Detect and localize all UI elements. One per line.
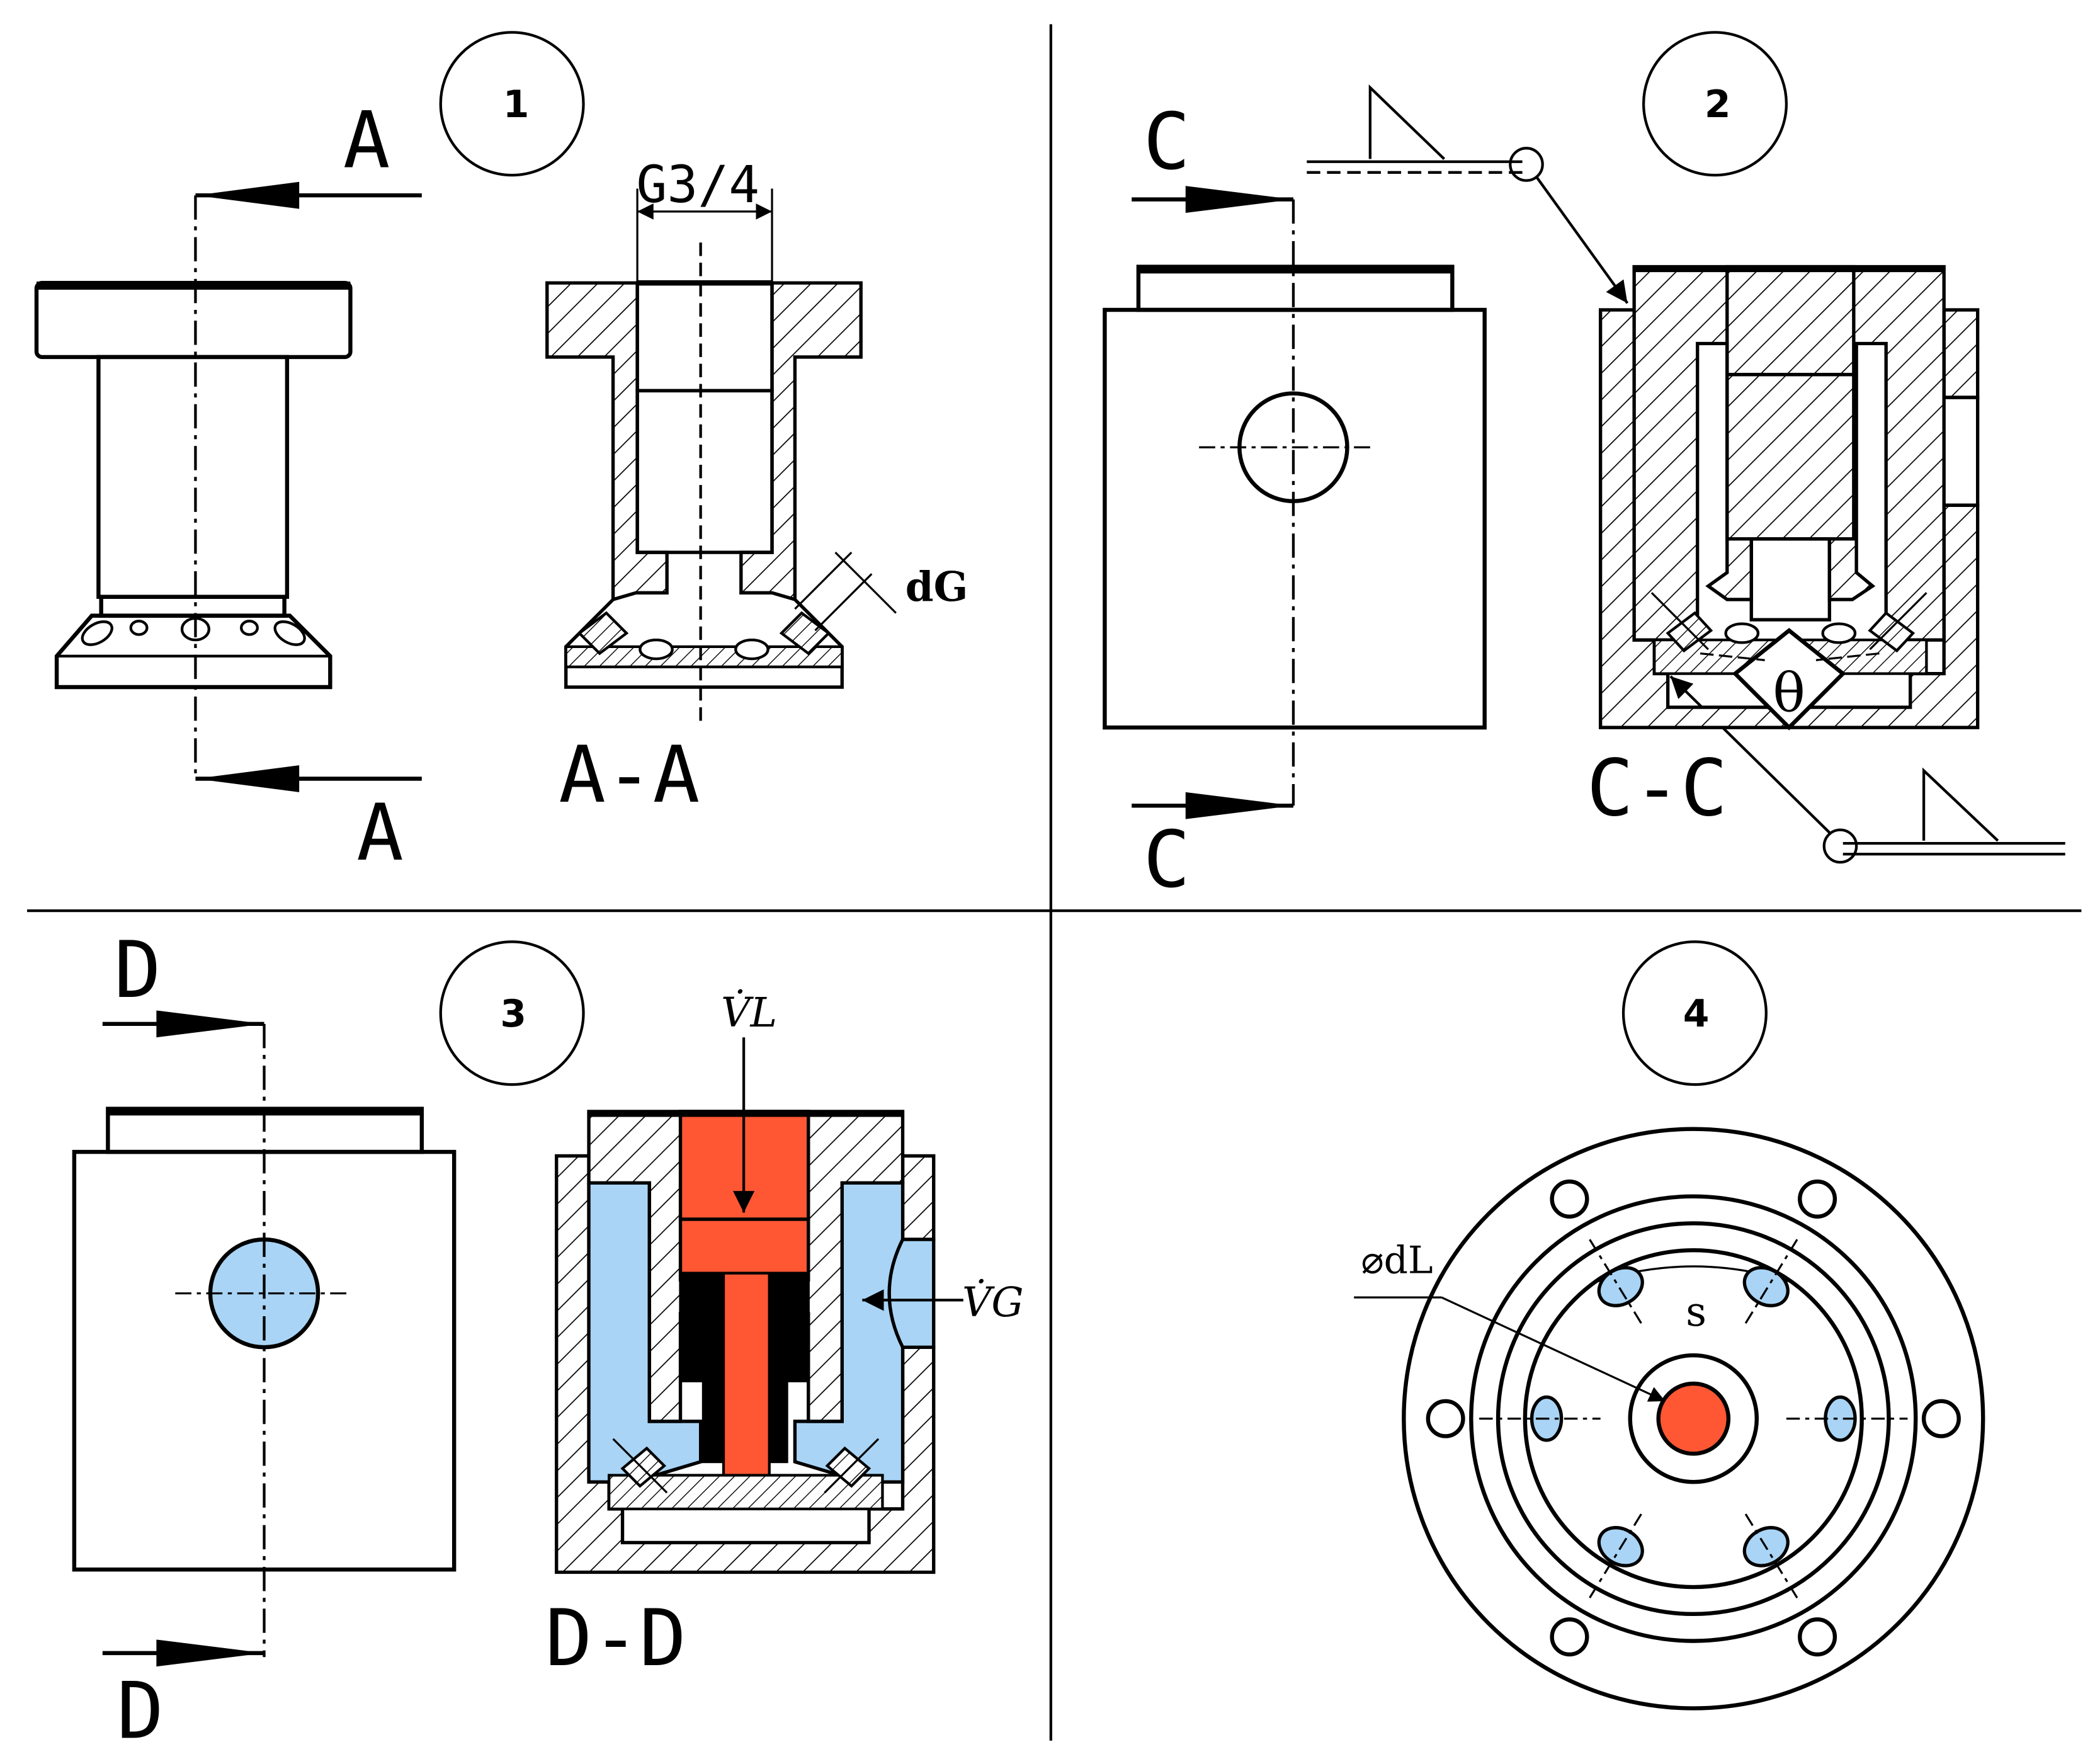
panel-2-section-label: C-C	[1586, 743, 1727, 834]
panel-1-number-circle	[439, 31, 585, 177]
panel-4: 4	[1354, 940, 1985, 1710]
panel-3-flow-gas-label: V̇G	[962, 1278, 1024, 1326]
panel-3-cut-label-top: D	[114, 925, 161, 1016]
panel-1: 1 A A	[34, 31, 968, 879]
panel-1-number: 1	[503, 83, 530, 127]
panel-3-cut-label-bottom: D	[116, 1666, 164, 1757]
panel-2-front-view	[1103, 265, 1487, 730]
panel-1-dim-label: dG	[906, 564, 968, 611]
panel-1-cut-label-top: A	[343, 95, 390, 186]
panel-4-spacing-label: s	[1686, 1289, 1706, 1336]
panel-dividers	[27, 24, 2082, 1741]
panel-3-number-circle	[439, 940, 585, 1086]
panel-3-flow-liquid-label: V̇L	[721, 989, 777, 1037]
panel-2-cut-label-top: C	[1143, 96, 1190, 187]
panel-2: 2 C C	[1103, 31, 2065, 906]
panel-4-number: 4	[1683, 992, 1710, 1036]
panel-2-number: 2	[1705, 83, 1731, 127]
panel-4-bottom-view	[1354, 1127, 1985, 1710]
panel-3-number: 3	[500, 992, 526, 1036]
panel-4-diameter-label: ⌀dL	[1361, 1239, 1433, 1283]
bolt-holes	[1426, 1179, 1961, 1657]
panel-1-cut-label-bottom: A	[356, 788, 404, 879]
panel-2-number-circle	[1642, 31, 1788, 177]
panel-1-side-view	[34, 281, 353, 690]
panel-2-angle-label: θ	[1773, 663, 1805, 725]
panel-2-section-view	[1598, 265, 1980, 731]
panel-3-section-view	[555, 1037, 963, 1574]
panel-4-number-circle	[1621, 940, 1768, 1086]
panel-2-cut-label-bottom: C	[1143, 815, 1190, 906]
surface-finish-symbol-bottom	[1669, 675, 2065, 864]
surface-finish-symbol-top	[1307, 84, 1629, 304]
panel-3: 3 D D	[72, 925, 1024, 1757]
panel-3-section-label: D-D	[545, 1593, 686, 1684]
panel-1-section-label: A-A	[559, 730, 700, 821]
panel-1-thread-label: G3/4	[636, 156, 759, 215]
panel-1-section-view	[545, 188, 897, 721]
